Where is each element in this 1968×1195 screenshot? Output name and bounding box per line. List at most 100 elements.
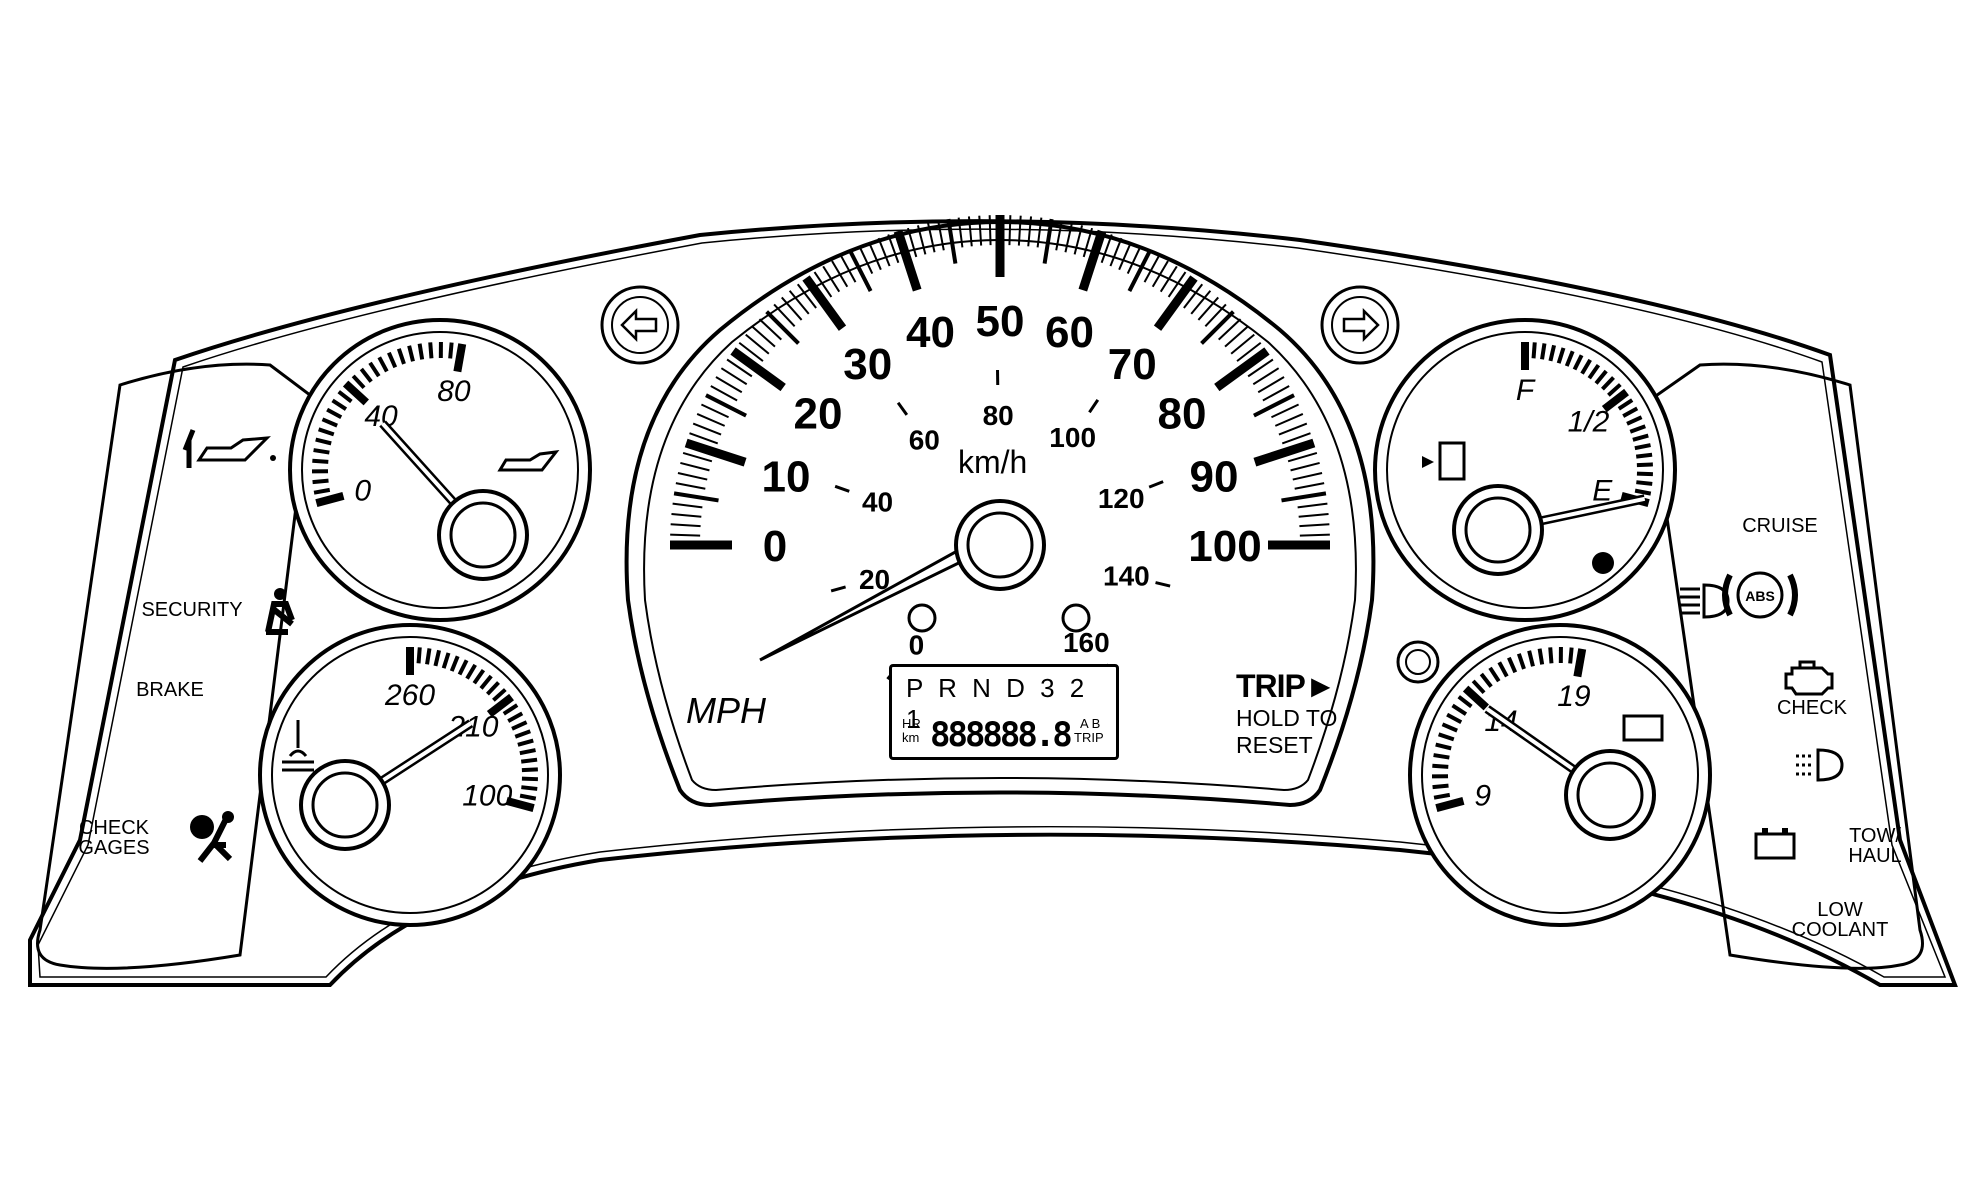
- mph-tick-label: 80: [1158, 390, 1207, 439]
- gauge-minor-tick: [449, 655, 460, 672]
- check-engine-icon: [1784, 660, 1834, 696]
- gauge-minor-tick: [326, 407, 343, 419]
- mph-minor-tick: [765, 310, 800, 345]
- gauge-bezel: [1408, 623, 1712, 927]
- kmh-tick: [1155, 581, 1171, 588]
- mph-minor-tick: [1299, 523, 1330, 528]
- trip-reset-button[interactable]: TRIP► HOLD TO RESET: [1236, 668, 1337, 759]
- gauge-minor-tick: [1635, 452, 1653, 459]
- abs-icon: [1722, 571, 1798, 619]
- mph-minor-tick: [675, 482, 706, 490]
- mph-minor-tick: [682, 451, 713, 463]
- mph-tick-label: 60: [1045, 308, 1094, 357]
- mph-minor-tick: [1252, 367, 1280, 386]
- gauge-bezel-inner: [1421, 636, 1699, 914]
- lcd-ab-label: A B: [1080, 716, 1101, 731]
- gauge-hub-inner: [449, 501, 517, 569]
- kmh-tick: [896, 401, 909, 416]
- kmh-tick: [834, 484, 850, 493]
- gauge-minor-tick: [1587, 364, 1601, 380]
- gauge-bezel-inner: [301, 331, 579, 609]
- gauge-hub-inner: [1464, 496, 1532, 564]
- gauge-major-tick: [315, 492, 345, 507]
- mph-minor-tick: [1278, 422, 1308, 436]
- mph-minor-tick: [788, 290, 810, 315]
- gauge-minor-tick: [321, 417, 338, 428]
- mph-minor-tick: [1247, 358, 1274, 378]
- mph-minor-tick: [1298, 512, 1329, 518]
- mph-minor-tick: [1127, 250, 1152, 292]
- mph-minor-tick: [848, 250, 873, 292]
- gauge-minor-tick: [519, 793, 537, 801]
- mph-minor-tick: [773, 303, 796, 327]
- gauge-bezel: [1373, 318, 1677, 622]
- gauge-minor-tick: [1568, 647, 1574, 664]
- gauge-tick-label: E: [1592, 475, 1613, 508]
- mph-minor-tick: [670, 523, 701, 528]
- mph-minor-tick: [916, 225, 927, 255]
- gauge-minor-tick: [1457, 695, 1473, 709]
- mph-minor-tick: [1082, 227, 1094, 258]
- mph-minor-tick: [1297, 502, 1328, 509]
- fuel-pump-icon: [1438, 441, 1466, 481]
- reset-label: RESET: [1236, 732, 1313, 758]
- mph-major-tick: [1078, 229, 1107, 292]
- oil-pressure-warning-icon: [182, 429, 276, 468]
- mph-minor-tick: [696, 413, 726, 427]
- mph-minor-tick: [751, 326, 776, 348]
- gauge-minor-tick: [318, 427, 335, 437]
- fuel-gauge: F1/2E: [1373, 318, 1677, 622]
- gauge-minor-tick: [1636, 480, 1653, 486]
- gauge-minor-tick: [387, 351, 398, 369]
- mph-minor-tick: [1126, 245, 1142, 274]
- mph-unit-label: MPH: [686, 690, 766, 731]
- gauge-minor-tick: [331, 398, 348, 411]
- gauge-tick-label: 260: [384, 679, 435, 712]
- right-turn-signal-icon: [1320, 285, 1400, 365]
- gauge-minor-tick: [1594, 369, 1608, 385]
- mph-major-tick: [730, 347, 786, 392]
- speedometer-needle: [759, 543, 978, 662]
- gauge-minor-tick: [1548, 344, 1557, 362]
- gauge-tick-label: 1/2: [1568, 405, 1610, 438]
- trip-reset-knob[interactable]: [1396, 640, 1440, 684]
- security-indicator-label: SECURITY: [141, 599, 243, 621]
- gauge-minor-tick: [1432, 763, 1449, 769]
- gauge-minor-tick: [1548, 647, 1554, 664]
- gauge-minor-tick: [479, 674, 493, 690]
- gauge-minor-tick: [1626, 415, 1643, 426]
- gauge-minor-tick: [511, 720, 528, 731]
- gauge-minor-tick: [521, 776, 538, 782]
- gauge-minor-tick: [441, 652, 451, 669]
- mph-minor-tick: [680, 461, 710, 472]
- odometer-display: P R N D 3 2 1 HR km 888888.8 A B TRIP: [889, 664, 1119, 760]
- speedometer-bezel-inner: [643, 238, 1357, 792]
- coolant-temp-icon: [282, 720, 314, 772]
- mph-minor-tick: [1290, 461, 1320, 472]
- mph-minor-tick: [1299, 533, 1330, 537]
- mph-minor-tick: [726, 358, 753, 378]
- gauge-major-tick: [505, 797, 535, 812]
- mph-minor-tick: [877, 237, 891, 267]
- fuel-door-arrow-icon: [1422, 456, 1434, 468]
- gauge-minor-tick: [502, 703, 519, 716]
- mph-minor-tick: [1064, 222, 1073, 253]
- mph-minor-tick: [1262, 385, 1290, 402]
- mph-minor-tick: [692, 422, 722, 436]
- gauge-minor-tick: [1438, 732, 1455, 742]
- mph-minor-tick: [758, 318, 782, 341]
- mph-minor-tick: [745, 333, 770, 355]
- mph-tick-label: 10: [762, 452, 811, 501]
- mph-minor-tick: [715, 376, 743, 394]
- gauge-minor-tick: [520, 757, 538, 764]
- gauge-minor-tick: [1617, 398, 1634, 411]
- mph-minor-tick: [1271, 403, 1300, 419]
- gauge-minor-tick: [1516, 653, 1526, 670]
- gauge-minor-tick: [359, 367, 373, 383]
- trip-label: TRIP►: [1236, 668, 1337, 704]
- kmh-tick-label: 80: [983, 400, 1014, 431]
- gauge-major-tick: [342, 380, 369, 406]
- gauge-tick-label: 80: [437, 375, 471, 408]
- gauge-bezel: [258, 623, 562, 927]
